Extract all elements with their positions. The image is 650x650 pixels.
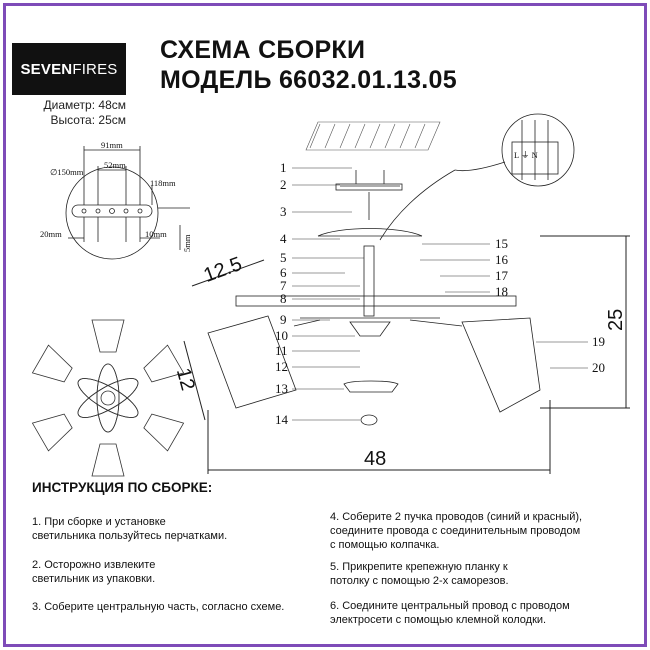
dim-total-width: 48	[364, 448, 386, 470]
bracket-length-2: 10mm	[145, 229, 167, 239]
part-12-label: 12	[275, 359, 288, 374]
wiring-terminals: L ⏚ N	[514, 150, 538, 160]
part-8-label: 8	[280, 291, 287, 306]
part-11-label: 11	[275, 343, 288, 358]
wiring-detail	[379, 113, 575, 241]
instruction-6: 6. Соедините центральный провод с провод…	[330, 600, 570, 626]
part-3-label: 3	[280, 204, 287, 219]
bracket-circle	[65, 166, 159, 260]
bracket-width-2: 52mm	[104, 160, 126, 170]
diameter-spec: Диаметр: 48см	[43, 98, 126, 112]
bracket-length-1: 20mm	[40, 229, 62, 239]
leader-lines	[292, 167, 588, 421]
part-14-label: 14	[275, 412, 289, 427]
instruction-4: 4. Соберите 2 пучка проводов (синий и кр…	[330, 511, 583, 551]
page-title: СХЕМА СБОРКИ	[160, 36, 366, 64]
part-20-label: 20	[592, 360, 605, 375]
instructions-heading: ИНСТРУКЦИЯ ПО СБОРКЕ:	[32, 480, 213, 495]
part-4-label: 4	[280, 231, 287, 246]
bracket-width-1: 91mm	[101, 140, 123, 150]
model-title: МОДЕЛЬ 66032.01.13.05	[160, 66, 457, 94]
bracket-height: 5mm	[182, 234, 192, 252]
height-spec: Высота: 25см	[50, 113, 126, 127]
part-9-label: 9	[280, 312, 287, 327]
part-2-label: 2	[280, 177, 287, 192]
part-labels: 1 2 3 4 5 6 7 8 9 10 11 12 13 14 15 16 1…	[275, 160, 605, 427]
part-13-label: 13	[275, 381, 288, 396]
part-7-label: 7	[280, 278, 287, 293]
part-1-label: 1	[280, 160, 287, 175]
dim-total-height: 25	[605, 309, 627, 331]
page-border	[3, 3, 647, 647]
part-18-label: 18	[495, 284, 508, 299]
part-6-label: 6	[280, 265, 287, 280]
ceiling-hatch	[305, 121, 441, 151]
lamp-side-view	[207, 170, 541, 426]
part-16-label: 16	[495, 252, 509, 267]
bracket-outer-diameter: ∅150mm	[50, 167, 84, 177]
part-10-label: 10	[275, 328, 288, 343]
bracket-width-3: 118mm	[150, 178, 176, 188]
bracket-detail	[65, 146, 190, 260]
dim-shade-height: 12	[172, 366, 199, 393]
lamp-top-view	[31, 319, 185, 477]
instruction-3: 3. Соберите центральную часть, согласно …	[32, 601, 285, 613]
part-15-label: 15	[495, 236, 508, 251]
part-19-label: 19	[592, 334, 605, 349]
dim-shade-length: 12.5	[201, 253, 245, 287]
part-5-label: 5	[280, 250, 287, 265]
bracket-bar	[71, 204, 153, 218]
part-17-label: 17	[495, 268, 509, 283]
dimension-lines	[183, 235, 630, 474]
